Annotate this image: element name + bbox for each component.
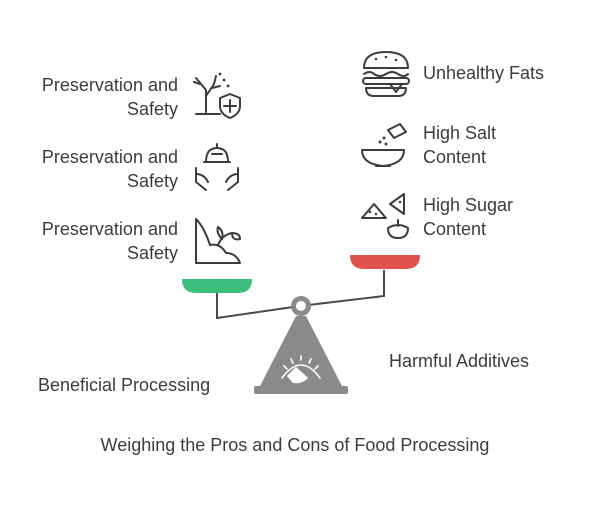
scale-foot <box>254 386 348 394</box>
beneficial-processing-label: Beneficial Processing <box>38 375 211 395</box>
harmful-item-2-label: High Salt Content <box>423 121 496 169</box>
harmful-item-3-line2: Content <box>423 219 487 239</box>
salt-bowl-icon <box>361 123 407 167</box>
hands-helmet-icon <box>195 143 239 191</box>
beneficial-item-3-label: Preservation and Safety <box>8 217 178 265</box>
beneficial-item-2-label: Preservation and Safety <box>8 145 178 193</box>
beneficial-item-1-line1: Preservation and <box>41 75 178 95</box>
harmful-pan <box>350 255 420 269</box>
beneficial-item-3-line1: Preservation and <box>41 219 178 239</box>
sweets-icon <box>361 193 409 239</box>
harmful-item-3-line1: High Sugar <box>423 195 514 215</box>
beneficial-item-1-line2: Safety <box>126 99 178 119</box>
beneficial-item-2-line2: Safety <box>126 171 178 191</box>
dead-tree-shield-icon <box>193 72 241 119</box>
pivot-center <box>296 301 306 311</box>
beneficial-item-3-line2: Safety <box>126 243 178 263</box>
harmful-item-2-line1: High Salt <box>423 123 497 143</box>
diagram-title: Weighing the Pros and Cons of Food Proce… <box>100 435 490 455</box>
plant-sprout-icon <box>195 218 241 264</box>
harmful-item-1-label: Unhealthy Fats <box>423 61 544 85</box>
beneficial-item-1-label: Preservation and Safety <box>8 73 178 121</box>
beneficial-item-2-line1: Preservation and <box>41 147 178 167</box>
harmful-item-1-line1: Unhealthy Fats <box>423 63 545 83</box>
harmful-additives-label: Harmful Additives <box>389 351 530 371</box>
harmful-item-3-label: High Sugar Content <box>423 193 513 241</box>
scale-stand <box>260 316 342 386</box>
gauge-icon <box>281 355 321 384</box>
burger-icon <box>362 51 410 97</box>
beneficial-pan <box>182 279 252 293</box>
harmful-item-2-line2: Content <box>423 147 487 167</box>
